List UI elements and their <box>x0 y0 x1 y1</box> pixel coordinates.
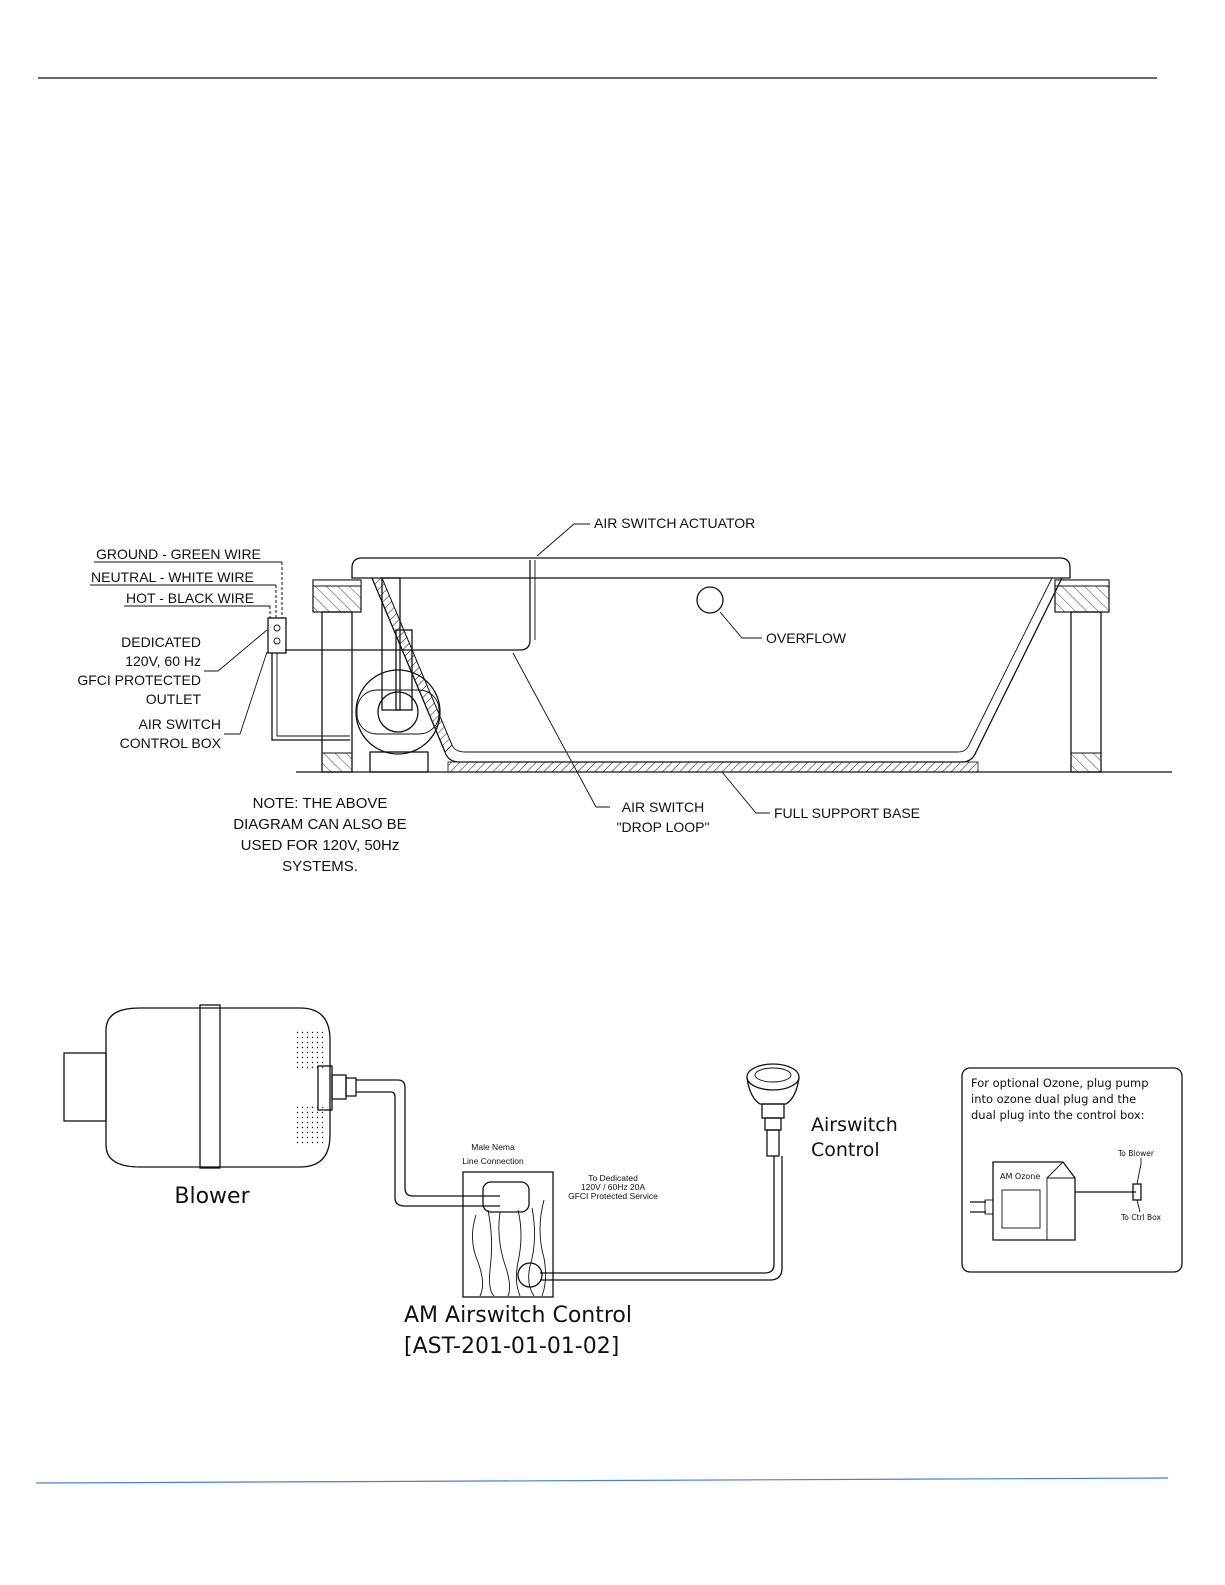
am-airswitch-part: [AST-201-01-01-02] <box>404 1334 619 1359</box>
am-airswitch-box <box>462 1171 554 1298</box>
dedicated-label-2: 120V / 60Hz 20A <box>581 1182 646 1192</box>
note-line-2: DIAGRAM CAN ALSO BE <box>233 816 406 833</box>
ozone-inset: For optional Ozone, plug pump into ozone… <box>961 1067 1183 1273</box>
blower-inlet <box>63 1052 107 1122</box>
outlet-label-1: DEDICATED <box>121 634 201 650</box>
nema-label-1: Male Nema <box>471 1142 515 1152</box>
support-base-label: FULL SUPPORT BASE <box>774 805 920 821</box>
support-base <box>447 761 979 773</box>
control-box-label-1: AIR SWITCH <box>139 716 221 732</box>
ozone-text-3: dual plug into the control box: <box>971 1108 1145 1122</box>
hot-label: HOT - BLACK WIRE <box>126 590 254 606</box>
control-box-label-2: CONTROL BOX <box>120 735 222 751</box>
actuator-tube <box>285 560 531 651</box>
blower-body <box>105 1007 331 1168</box>
dedicated-label-3: GFCI Protected Service <box>568 1191 658 1201</box>
blower-strap <box>199 1004 221 1169</box>
blower-label: Blower <box>174 1184 250 1209</box>
drop-loop-label-2: "DROP LOOP" <box>617 819 710 835</box>
ground-label: GROUND - GREEN WIRE <box>96 546 261 562</box>
airswitch-label-2: Control <box>811 1139 880 1161</box>
outlet-label-3: GFCI PROTECTED <box>77 672 201 688</box>
overflow-label: OVERFLOW <box>766 630 847 646</box>
ozone-text-2: into ozone dual plug and the <box>971 1092 1136 1106</box>
blower-hose <box>356 1079 500 1197</box>
outlet-label-4: OUTLET <box>146 691 202 707</box>
drop-loop-label-1: AIR SWITCH <box>622 799 704 815</box>
to-blower-label: To Blower <box>1117 1149 1155 1158</box>
airswitch-hose <box>540 1156 775 1274</box>
dedicated-label-1: To Dedicated <box>588 1173 638 1183</box>
note-line-3: USED FOR 120V, 50Hz <box>241 837 400 854</box>
note-line-4: SYSTEMS. <box>282 858 358 875</box>
footer-rule <box>35 1477 1169 1484</box>
tub-diagram: GROUND - GREEN WIRE NEUTRAL - WHITE WIRE… <box>77 515 1172 875</box>
outlet-label-2: 120V, 60 Hz <box>125 653 201 669</box>
am-ozone-label: AM Ozone <box>1000 1172 1040 1181</box>
nema-label-2: Line Connection <box>462 1156 524 1166</box>
pump-housing <box>355 669 441 755</box>
overflow-fitting <box>696 586 724 614</box>
left-pedestal <box>321 611 353 773</box>
neutral-label: NEUTRAL - WHITE WIRE <box>91 569 254 585</box>
ozone-inset-frame <box>961 1067 1183 1273</box>
airswitch-button <box>746 1063 800 1091</box>
right-pedestal <box>1070 611 1102 773</box>
actuator-label: AIR SWITCH ACTUATOR <box>594 515 755 531</box>
am-airswitch-label: AM Airswitch Control <box>404 1303 632 1328</box>
to-ctrl-box-label: To Ctrl Box <box>1120 1213 1162 1222</box>
blower-diagram: Blower Male Nema Line Connection To Dedi… <box>63 1004 898 1359</box>
ozone-text-1: For optional Ozone, plug pump <box>971 1076 1149 1090</box>
airswitch-label-1: Airswitch <box>811 1114 898 1136</box>
tub-rim <box>351 557 1071 579</box>
tub-shell <box>371 577 1063 763</box>
note-line-1: NOTE: THE ABOVE <box>253 795 388 812</box>
gfci-outlet <box>267 617 287 654</box>
